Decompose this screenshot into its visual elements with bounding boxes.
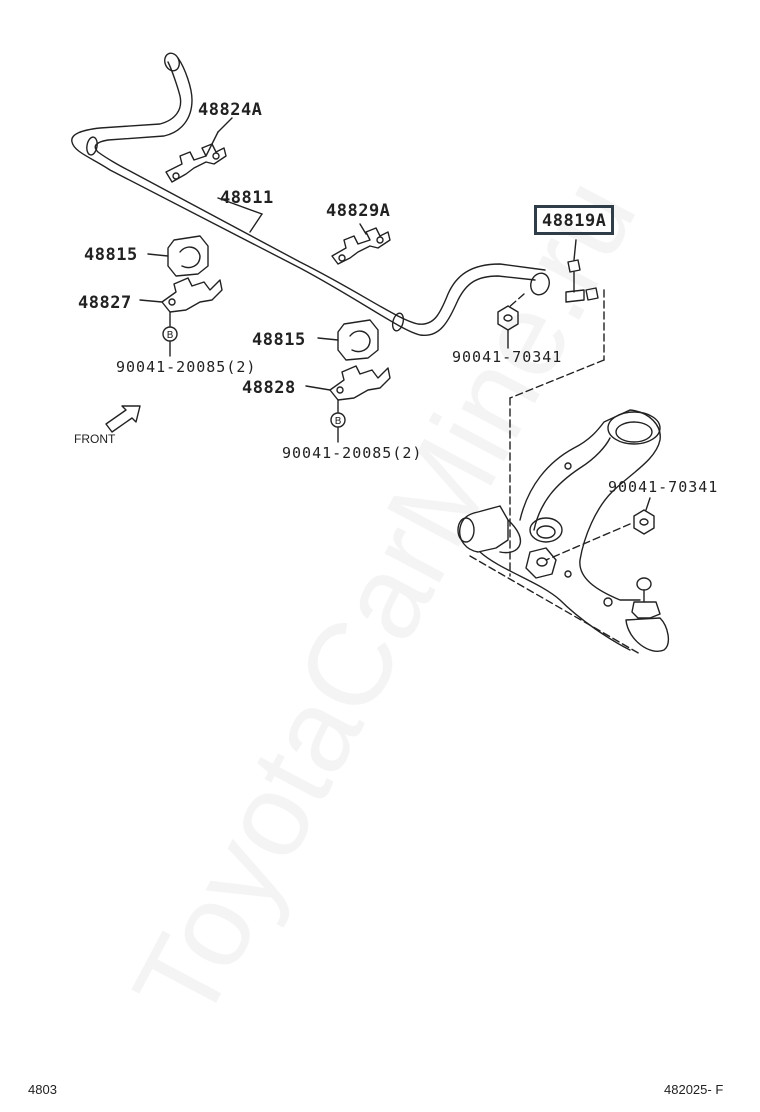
label-48827: 48827: [78, 293, 132, 313]
label-90041-70341-upper: 90041-70341: [452, 348, 563, 366]
footer-figure-code: 482025- F: [664, 1082, 724, 1097]
bracket-48824a: [165, 117, 233, 183]
stabilizer-link: [565, 239, 599, 303]
bolt-mark-left: B: [167, 330, 174, 341]
ball-joint: [625, 577, 670, 652]
front-arrow-icon: [105, 405, 141, 433]
bracket-48829a: [331, 223, 391, 265]
nut-lower: [633, 497, 655, 535]
front-label: FRONT: [74, 432, 116, 446]
label-48824a: 48824A: [198, 100, 263, 120]
label-48829a: 48829A: [326, 201, 391, 221]
label-90041-70341-lower: 90041-70341: [608, 478, 719, 496]
label-90041-20085-center: 90041-20085(2): [282, 444, 423, 462]
bolt-mark-center: B: [335, 416, 342, 427]
lower-control-arm: [457, 409, 661, 651]
nut-upper: [497, 305, 519, 349]
label-48819a: 48819A: [534, 205, 615, 235]
stabilizer-bar: [71, 52, 550, 336]
bushing-center: [317, 319, 379, 361]
label-48815-left: 48815: [84, 245, 138, 265]
label-90041-20085-left: 90041-20085(2): [116, 358, 257, 376]
assembly-lines: [469, 289, 641, 655]
label-48828: 48828: [242, 378, 296, 398]
bracket-48827: [139, 277, 223, 357]
label-48815-center: 48815: [252, 330, 306, 350]
footer-page-code: 4803: [28, 1082, 57, 1097]
label-48811: 48811: [220, 188, 274, 208]
bracket-48828: [305, 365, 391, 443]
bushing-left: [147, 235, 209, 277]
